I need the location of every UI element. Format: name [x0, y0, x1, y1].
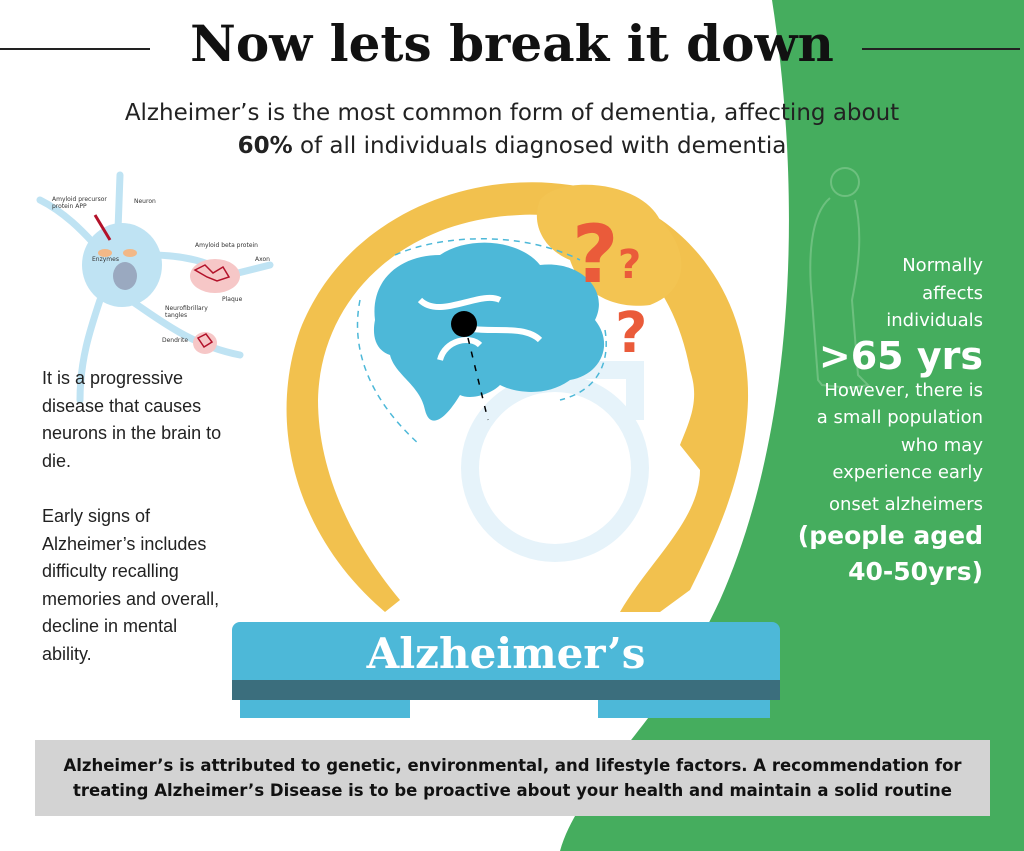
- early-age-stat: 40-50yrs): [848, 557, 983, 586]
- title-rule-left: [0, 48, 150, 50]
- early-age-stat: (people aged: [797, 521, 983, 550]
- right-line: experience early: [832, 462, 983, 483]
- recommendation-note: Alzheimer’s is attributed to genetic, en…: [35, 740, 990, 816]
- subtitle-line2-rest: of all individuals diagnosed with dement…: [292, 133, 787, 159]
- right-text: Normally affects individuals >65 yrs How…: [798, 252, 983, 590]
- label-tangles: Neurofibrillary tangles: [165, 305, 208, 319]
- title-rule-right: [862, 48, 1020, 50]
- label-plaque: Plaque: [222, 296, 243, 303]
- right-line: Normally: [902, 255, 983, 276]
- svg-text:?: ?: [615, 301, 647, 366]
- label-amyloid-beta: Amyloid beta protein: [195, 242, 258, 249]
- label-axon: Axon: [255, 256, 270, 263]
- label-dendrite: Dendrite: [162, 337, 189, 344]
- subtitle-line2: 60% of all individuals diagnosed with de…: [0, 133, 1024, 159]
- subtitle-line1: Alzheimer’s is the most common form of d…: [124, 100, 900, 126]
- right-line: affects: [922, 282, 983, 304]
- neuron-diagram: [36, 171, 274, 404]
- label-enzymes: Enzymes: [92, 256, 119, 263]
- right-line: onset alzheimers: [828, 493, 983, 515]
- left-text-para2: Early signs of Alzheimer’s includes diff…: [42, 506, 220, 664]
- label-app: Amyloid precursor protein APP: [52, 196, 107, 210]
- stat-60-percent: 60%: [237, 133, 293, 159]
- banner-tail-left: [240, 700, 410, 718]
- head-illustration: ? ? ?: [286, 182, 749, 612]
- banner-tail-right: [598, 700, 770, 718]
- right-line: individuals: [886, 310, 983, 331]
- page-title: Now lets break it down: [190, 14, 834, 73]
- svg-text:?: ?: [618, 242, 641, 288]
- svg-text:?: ?: [572, 208, 618, 301]
- green-background: [560, 0, 1024, 851]
- right-line: a small population: [816, 407, 983, 428]
- left-text-para1: It is a progressive disease that causes …: [42, 368, 222, 471]
- age-stat: >65 yrs: [818, 333, 983, 378]
- right-line: who may: [900, 434, 983, 456]
- banner-bottom-strip: [232, 680, 780, 700]
- elderly-person-silhouette: [809, 167, 871, 390]
- alzheimers-banner: Alzheimer’s: [232, 622, 780, 680]
- recommendation-text: Alzheimer’s is attributed to genetic, en…: [63, 756, 962, 800]
- label-neuron: Neuron: [134, 198, 156, 205]
- right-line: However, there is: [824, 379, 983, 401]
